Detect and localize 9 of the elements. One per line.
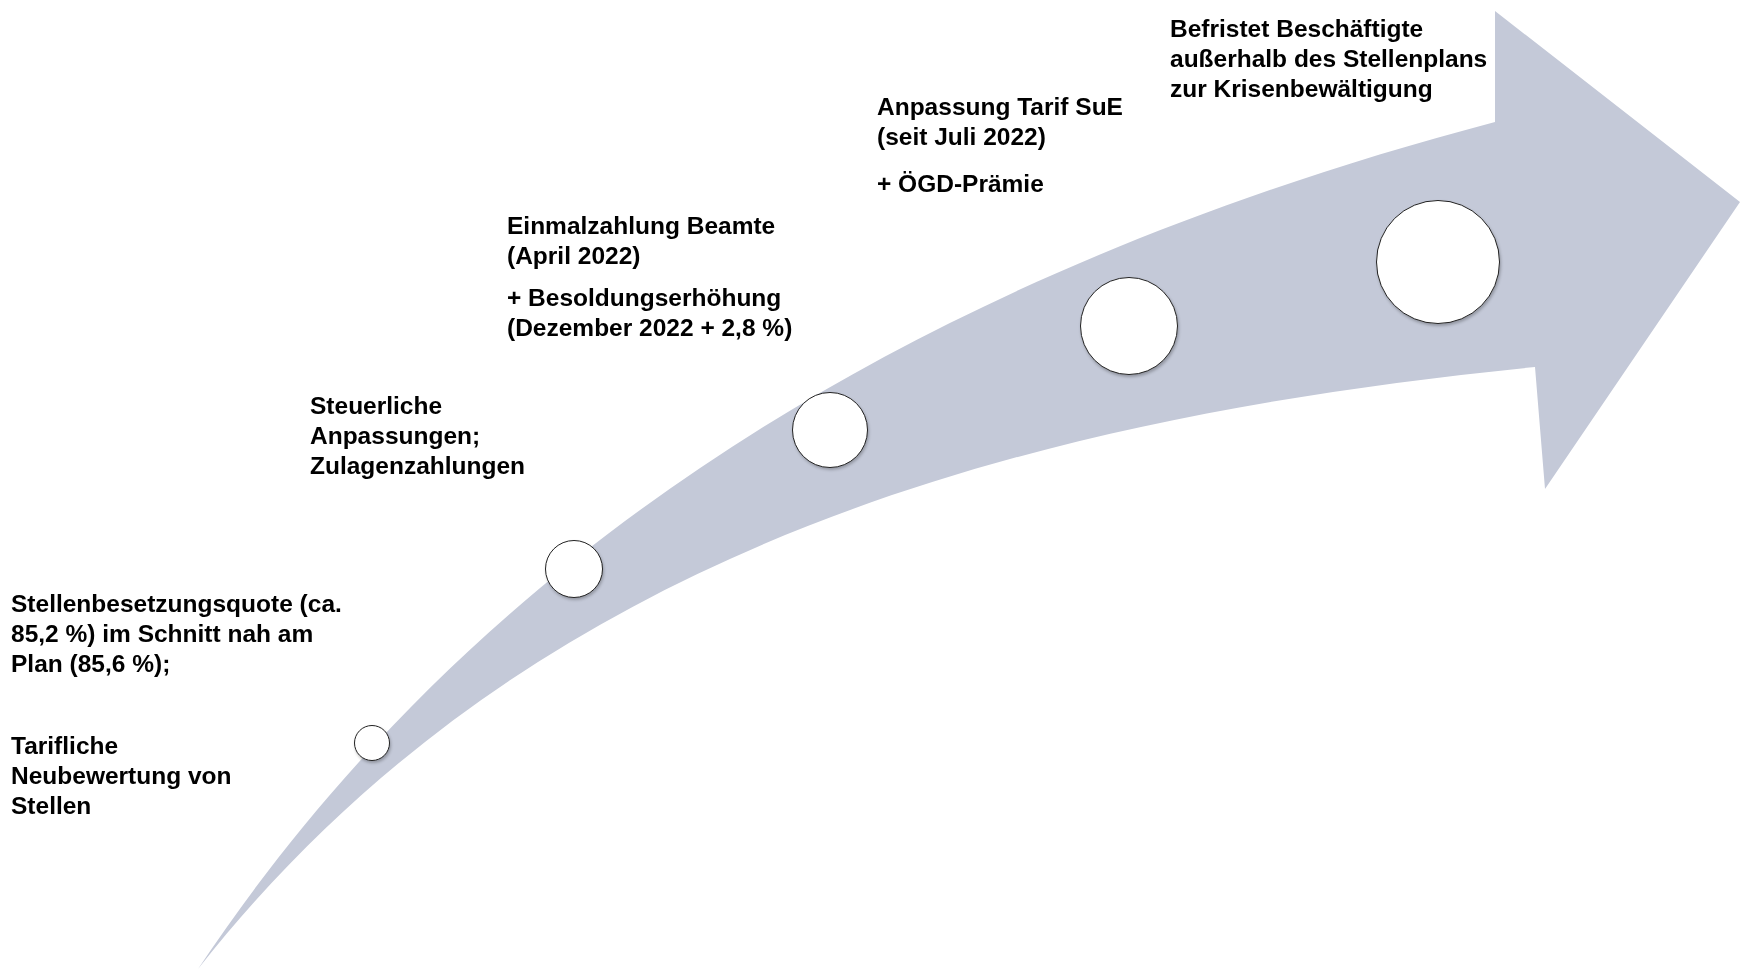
milestone-text: + ÖGD-Prämie [877, 169, 1045, 199]
milestone-text: Steuerliche Anpassungen; Zulagenzahlungen [310, 391, 527, 481]
milestone-text: Tarifliche Neubewertung von Stellen [11, 731, 233, 821]
milestone-text: + Besoldungserhöhung (Dezember 2022 + 2,8 %) [507, 283, 794, 343]
milestone-text: Einmalzahlung Beamte (April 2022) [507, 211, 777, 271]
milestone-text: Anpassung Tarif SuE (seit Juli 2022) [877, 92, 1124, 152]
milestone-text: Befristet Beschäftigte außerhalb des Stellenplans zur Krisenbewältigung [1170, 14, 1489, 104]
milestone-circle [354, 725, 390, 761]
milestone-text: Stellenbesetzungsquote (ca. 85,2 %) im Schnitt nah am Plan (85,6 %); [11, 589, 343, 679]
